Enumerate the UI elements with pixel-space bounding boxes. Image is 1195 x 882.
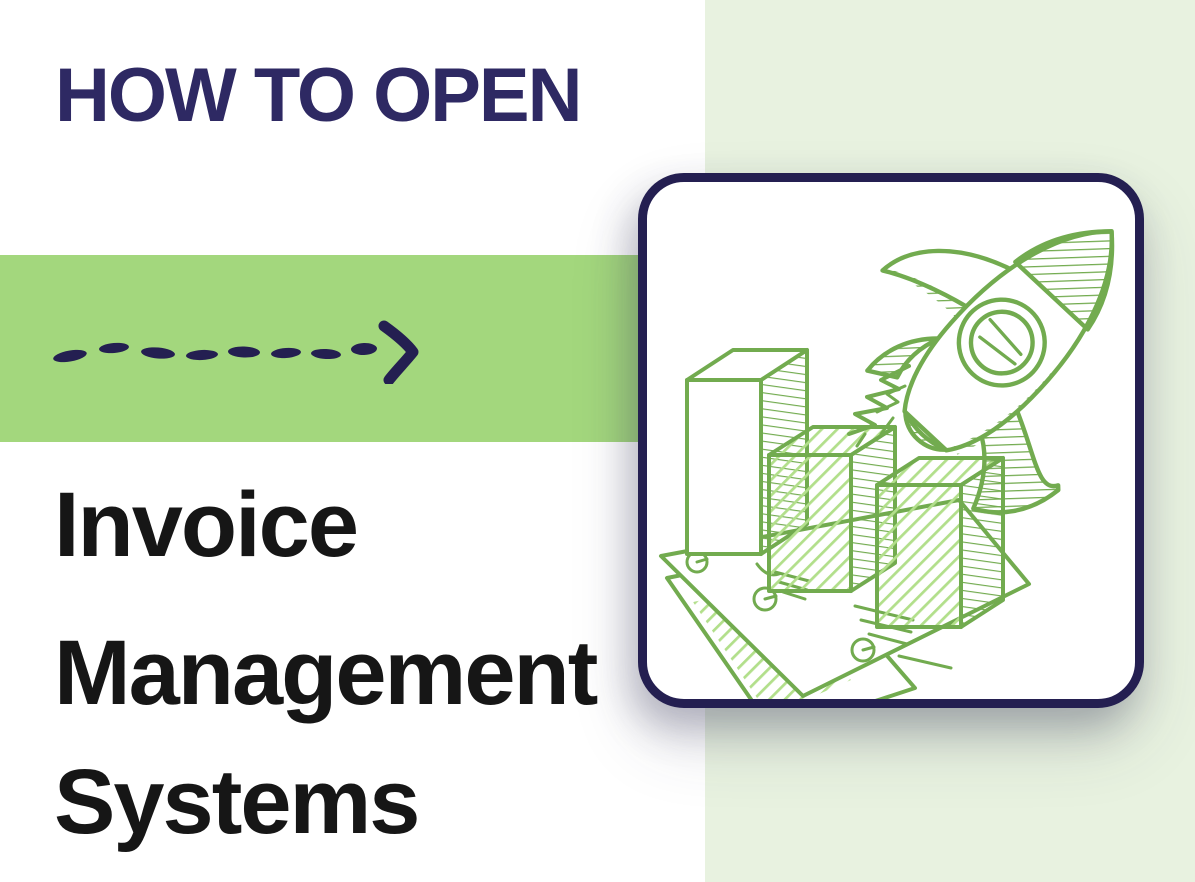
rocket-icon [865, 229, 1115, 515]
headline-line-2: Management [54, 622, 598, 724]
dashed-arrow-right-icon [50, 318, 430, 386]
headline-line-3: Systems [54, 751, 420, 853]
bar-chart-3d-icon [685, 348, 1005, 629]
kicker-text: HOW TO OPEN [55, 53, 583, 138]
exhaust-flame-icon [847, 364, 911, 448]
rocket-growth-invoices-illustration [659, 229, 1115, 699]
arrow-dashes [53, 342, 377, 363]
headline-line-1: Invoice [54, 474, 359, 576]
illustration-card [638, 173, 1144, 708]
arrow-head [378, 320, 419, 386]
